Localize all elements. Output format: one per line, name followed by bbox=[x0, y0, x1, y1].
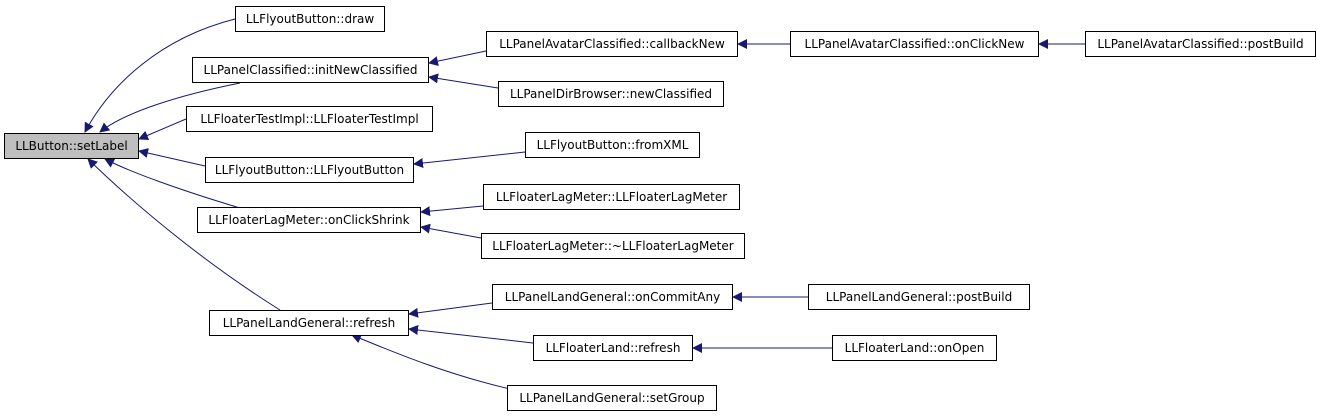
node-flyout-from-xml[interactable]: LLFlyoutButton::fromXML bbox=[525, 132, 700, 158]
node-avatar-callback-new[interactable]: LLPanelAvatarClassified::callbackNew bbox=[486, 31, 738, 57]
edge-flyout-from-xml-to-flyout-ctor bbox=[413, 151, 526, 169]
node-floater-test-impl[interactable]: LLFloaterTestImpl::LLFloaterTestImpl bbox=[186, 106, 433, 132]
edge-lag-ctor-to-lag-on-click-shrink bbox=[420, 205, 484, 217]
edge-flyout-draw-to-set-label bbox=[84, 18, 236, 133]
node-flyout-draw[interactable]: LLFlyoutButton::draw bbox=[235, 6, 385, 32]
node-set-label[interactable]: LLButton::setLabel bbox=[4, 133, 139, 159]
edge-dir-new-classified-to-init-new-classified bbox=[428, 73, 499, 89]
node-flyout-ctor[interactable]: LLFlyoutButton::LLFlyoutButton bbox=[205, 157, 414, 183]
edge-flyout-ctor-to-set-label bbox=[138, 148, 206, 167]
node-land-set-group[interactable]: LLPanelLandGeneral::setGroup bbox=[507, 385, 717, 411]
node-lag-on-click-shrink[interactable]: LLFloaterLagMeter::onClickShrink bbox=[197, 207, 421, 233]
node-lag-dtor[interactable]: LLFloaterLagMeter::~LLFloaterLagMeter bbox=[481, 233, 745, 259]
edge-avatar-callback-new-to-init-new-classified bbox=[428, 50, 487, 67]
edge-land-set-group-to-land-general-refresh bbox=[351, 333, 511, 390]
node-land-post-build[interactable]: LLPanelLandGeneral::postBuild bbox=[808, 284, 1030, 310]
node-lag-ctor[interactable]: LLFloaterLagMeter::LLFloaterLagMeter bbox=[483, 184, 740, 210]
node-floater-land-on-open[interactable]: LLFloaterLand::onOpen bbox=[832, 335, 997, 361]
edge-floater-land-refresh-to-land-general-refresh bbox=[408, 325, 534, 344]
edge-land-general-refresh-to-set-label bbox=[87, 158, 281, 311]
edge-floater-test-impl-to-set-label bbox=[138, 118, 187, 141]
edge-lag-on-click-shrink-to-set-label bbox=[104, 158, 241, 209]
node-land-general-refresh[interactable]: LLPanelLandGeneral::refresh bbox=[209, 310, 409, 336]
node-avatar-on-click-new[interactable]: LLPanelAvatarClassified::onClickNew bbox=[790, 31, 1039, 57]
node-floater-land-refresh[interactable]: LLFloaterLand::refresh bbox=[533, 335, 693, 361]
node-land-on-commit-any[interactable]: LLPanelLandGeneral::onCommitAny bbox=[492, 284, 733, 310]
node-init-new-classified[interactable]: LLPanelClassified::initNewClassified bbox=[192, 57, 429, 83]
edge-lag-dtor-to-lag-on-click-shrink bbox=[420, 223, 482, 239]
node-dir-new-classified[interactable]: LLPanelDirBrowser::newClassified bbox=[498, 81, 724, 107]
edge-init-new-classified-to-set-label bbox=[99, 82, 241, 133]
node-avatar-post-build[interactable]: LLPanelAvatarClassified::postBuild bbox=[1085, 31, 1316, 57]
edge-land-on-commit-any-to-land-general-refresh bbox=[408, 302, 493, 318]
